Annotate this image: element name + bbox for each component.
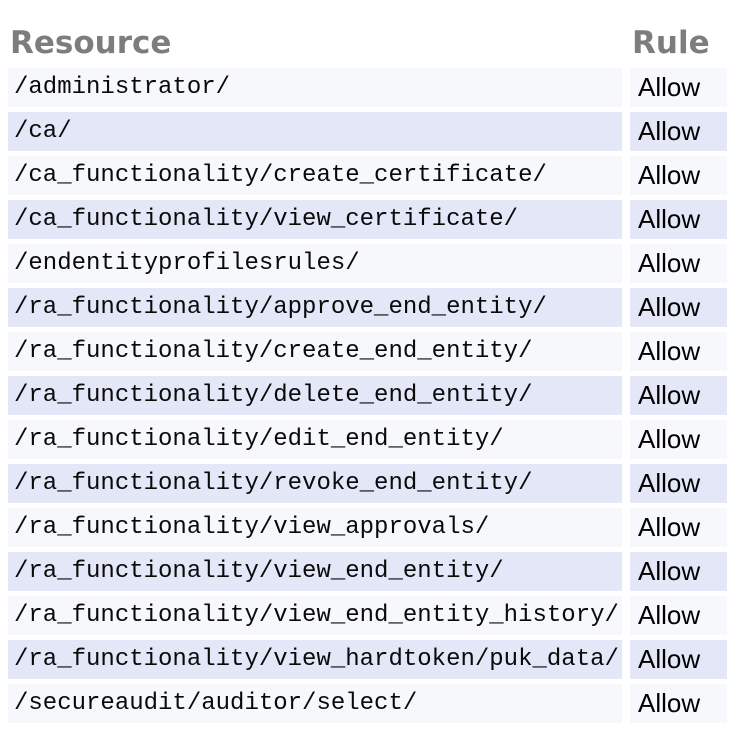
table-row: /ca_functionality/view_certificate/Allow xyxy=(8,200,727,239)
table-header-row: Resource Rule xyxy=(8,5,727,63)
access-rules-table: Resource Rule /administrator/Allow/ca/Al… xyxy=(8,5,727,723)
resource-cell: /ra_functionality/view_approvals/ xyxy=(8,508,622,547)
table-row: /ca_functionality/create_certificate/All… xyxy=(8,156,727,195)
resource-cell: /ra_functionality/edit_end_entity/ xyxy=(8,420,622,459)
table-row: /ra_functionality/create_end_entity/Allo… xyxy=(8,332,727,371)
resource-cell: /administrator/ xyxy=(8,68,622,107)
resource-cell: /secureaudit/auditor/select/ xyxy=(8,684,622,723)
rule-cell: Allow xyxy=(630,552,727,591)
rule-cell: Allow xyxy=(630,332,727,371)
rule-cell: Allow xyxy=(630,376,727,415)
resource-cell: /ra_functionality/delete_end_entity/ xyxy=(8,376,622,415)
resource-cell: /ra_functionality/approve_end_entity/ xyxy=(8,288,622,327)
table-row: /ra_functionality/approve_end_entity/All… xyxy=(8,288,727,327)
table-row: /ra_functionality/view_end_entity/Allow xyxy=(8,552,727,591)
rule-cell: Allow xyxy=(630,288,727,327)
rule-cell: Allow xyxy=(630,200,727,239)
rule-cell: Allow xyxy=(630,68,727,107)
rule-cell: Allow xyxy=(630,508,727,547)
table-row: /endentityprofilesrules/Allow xyxy=(8,244,727,283)
column-header-rule: Rule xyxy=(632,25,710,61)
table-row: /ra_functionality/delete_end_entity/Allo… xyxy=(8,376,727,415)
table-row: /ca/Allow xyxy=(8,112,727,151)
resource-cell: /ra_functionality/create_end_entity/ xyxy=(8,332,622,371)
column-header-resource: Resource xyxy=(10,25,172,61)
rule-cell: Allow xyxy=(630,640,727,679)
table-row: /ra_functionality/view_hardtoken/puk_dat… xyxy=(8,640,727,679)
rule-cell: Allow xyxy=(630,464,727,503)
table-row: /ra_functionality/edit_end_entity/Allow xyxy=(8,420,727,459)
table-row: /ra_functionality/view_approvals/Allow xyxy=(8,508,727,547)
rule-cell: Allow xyxy=(630,156,727,195)
resource-cell: /ra_functionality/revoke_end_entity/ xyxy=(8,464,622,503)
resource-cell: /ca_functionality/create_certificate/ xyxy=(8,156,622,195)
rule-cell: Allow xyxy=(630,684,727,723)
resource-cell: /ra_functionality/view_end_entity/ xyxy=(8,552,622,591)
resource-cell: /ra_functionality/view_end_entity_histor… xyxy=(8,596,622,635)
resource-cell: /ca/ xyxy=(8,112,622,151)
rule-cell: Allow xyxy=(630,420,727,459)
rule-cell: Allow xyxy=(630,244,727,283)
rule-cell: Allow xyxy=(630,112,727,151)
resource-cell: /ca_functionality/view_certificate/ xyxy=(8,200,622,239)
resource-cell: /endentityprofilesrules/ xyxy=(8,244,622,283)
table-row: /administrator/Allow xyxy=(8,68,727,107)
table-header: Resource Rule xyxy=(8,5,727,63)
table-row: /secureaudit/auditor/select/Allow xyxy=(8,684,727,723)
rule-cell: Allow xyxy=(630,596,727,635)
table-row: /ra_functionality/revoke_end_entity/Allo… xyxy=(8,464,727,503)
table-row: /ra_functionality/view_end_entity_histor… xyxy=(8,596,727,635)
resource-cell: /ra_functionality/view_hardtoken/puk_dat… xyxy=(8,640,622,679)
table-body: /administrator/Allow/ca/Allow/ca_functio… xyxy=(8,68,727,723)
